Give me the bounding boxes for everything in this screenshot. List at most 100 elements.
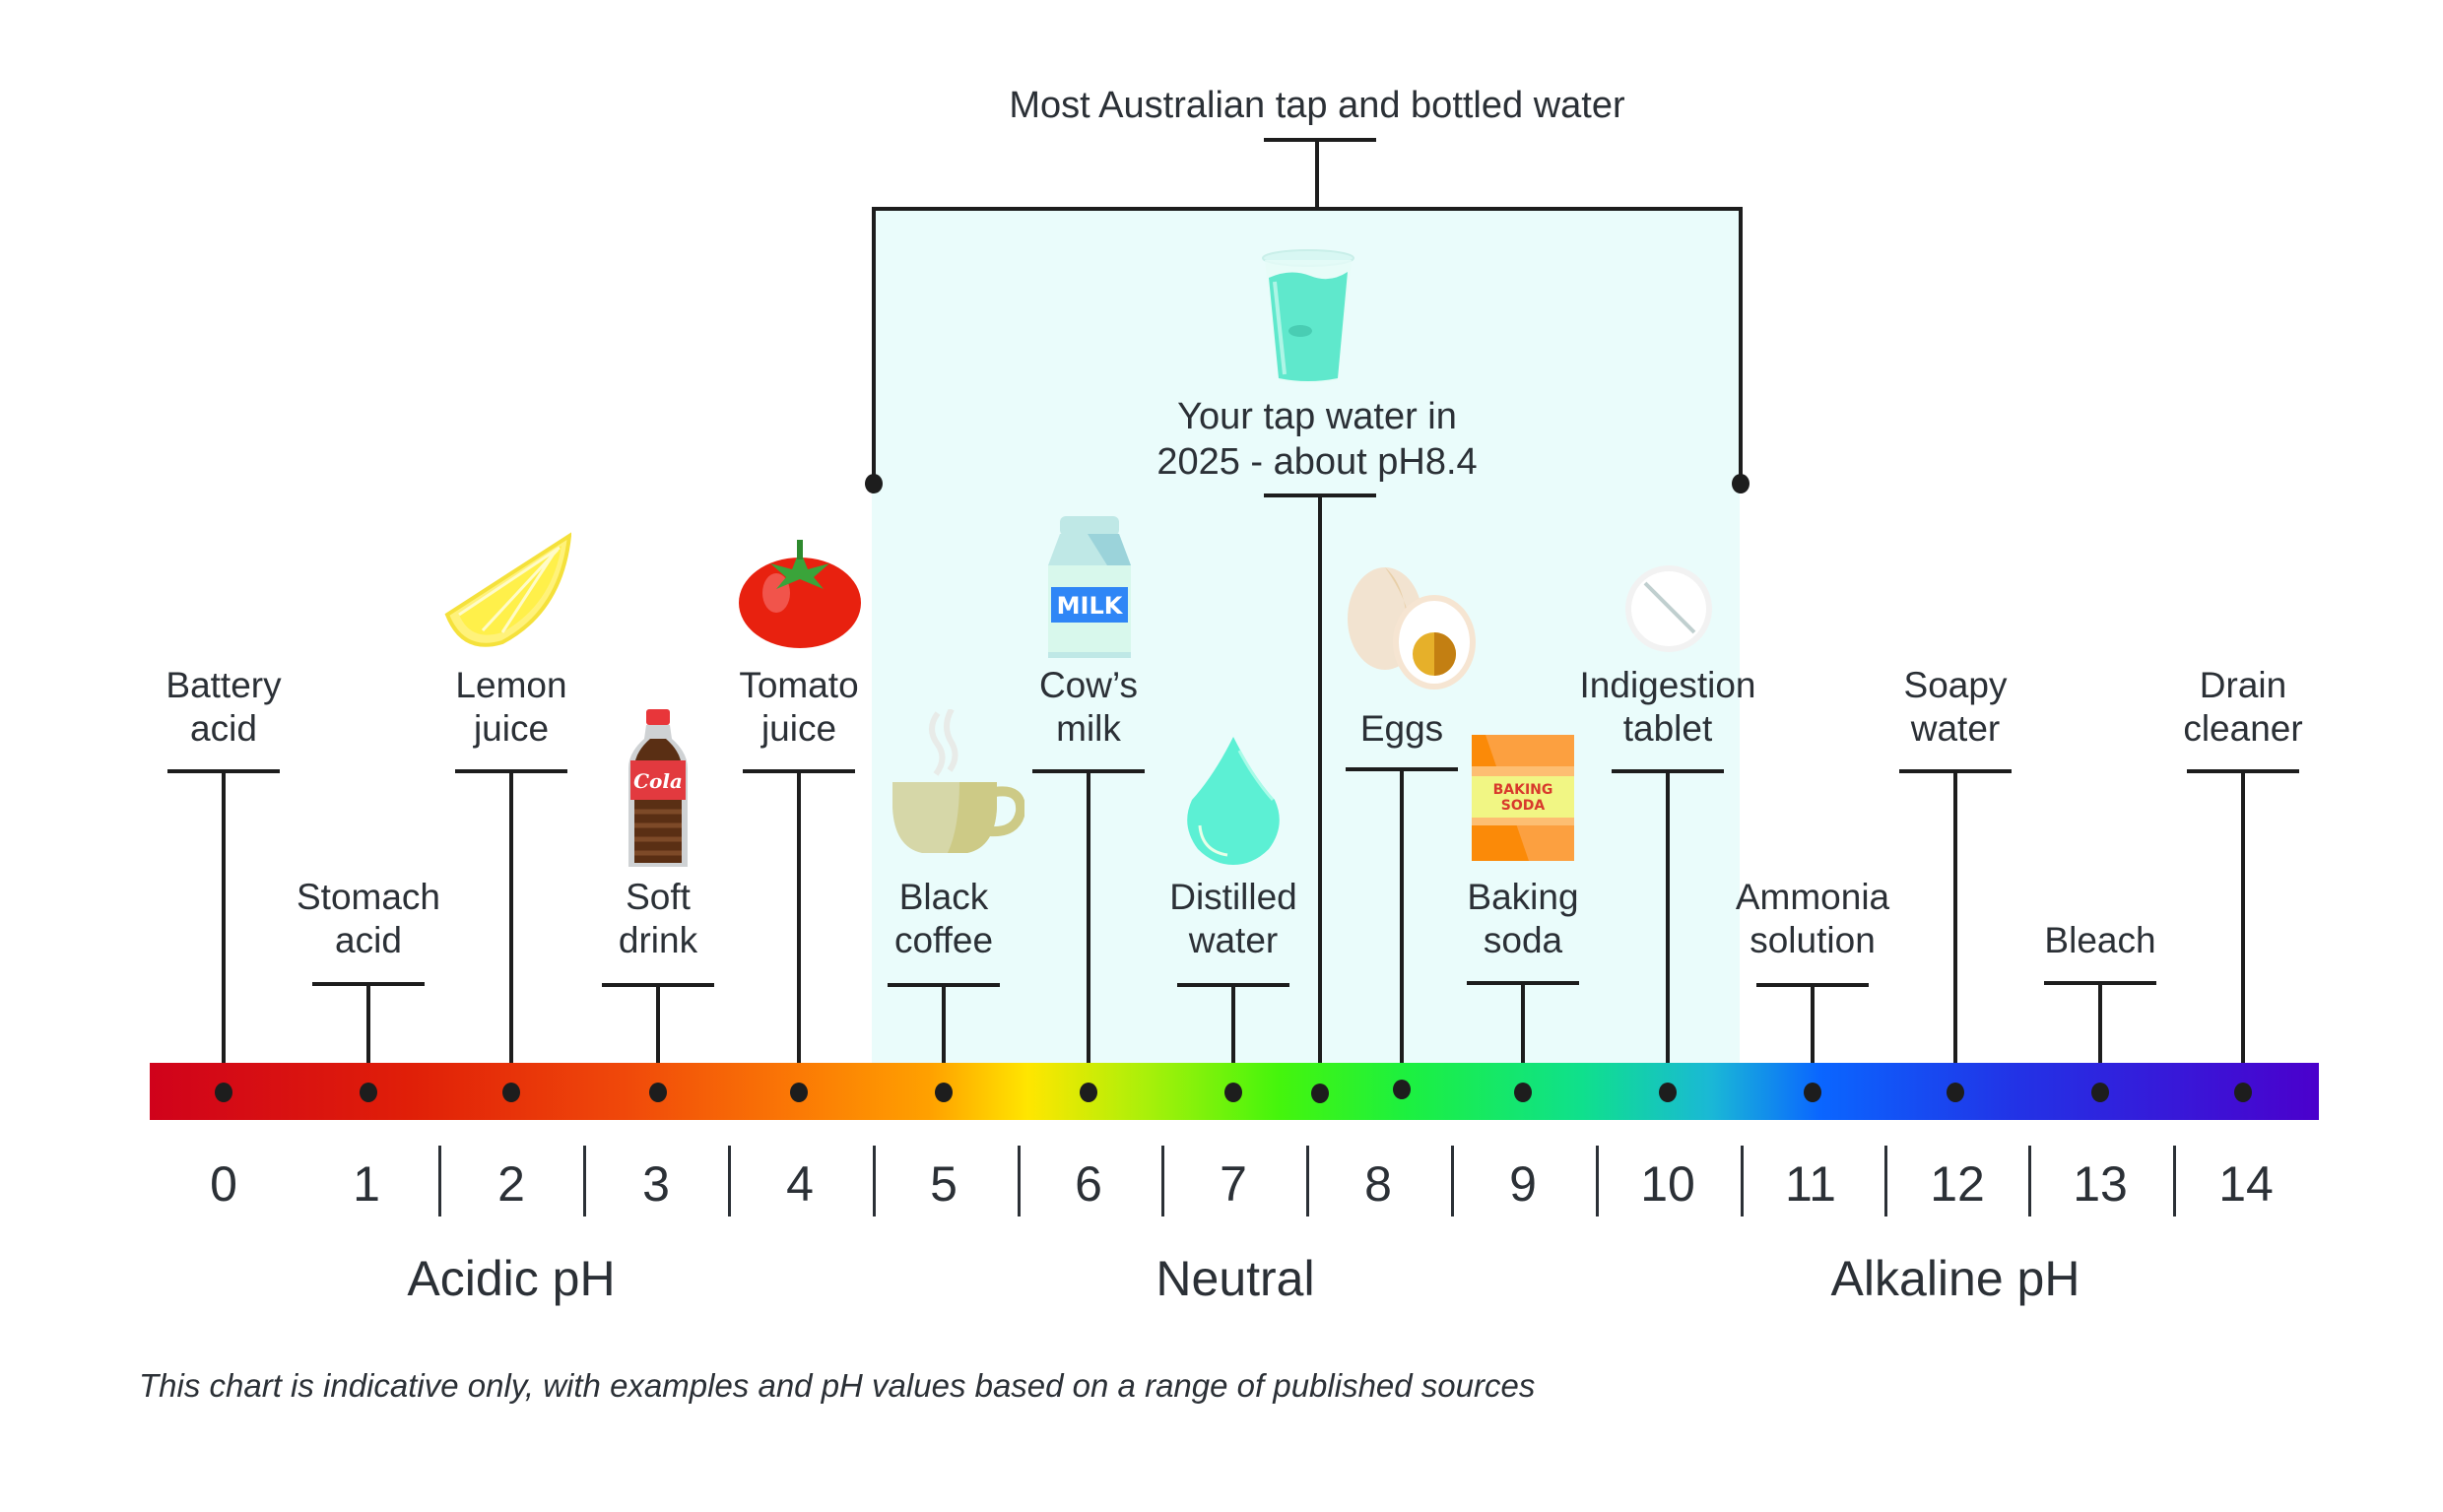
tick-label-14: 14 — [2218, 1156, 2274, 1212]
svg-text:MILK: MILK — [1057, 592, 1124, 620]
baking-soda-label-2: soda — [1483, 920, 1563, 960]
bracket-left-dot — [865, 474, 883, 493]
marker-dot-ph9 — [1514, 1083, 1532, 1102]
indigestion-tablet-stem — [1666, 769, 1670, 1092]
tomato-juice-stem — [797, 769, 801, 1092]
lemon-juice-label-2: juice — [473, 708, 550, 749]
tick-separator — [873, 1146, 876, 1216]
tick-separator — [1596, 1146, 1599, 1216]
battery-acid-stem — [222, 769, 226, 1092]
ammonia-solution-label-2: solution — [1750, 920, 1876, 960]
baking-soda-stem — [1521, 981, 1525, 1092]
tick-label-12: 12 — [1930, 1156, 1985, 1212]
eggs-stem — [1400, 767, 1404, 1092]
tick-label-2: 2 — [497, 1156, 525, 1212]
tap-water-label-line2: 2025 - about pH8.4 — [1156, 441, 1478, 483]
battery-acid-label-2: acid — [190, 708, 257, 749]
stomach-acid-label-2: acid — [335, 920, 402, 960]
lemon-juice-label-1: Lemon — [455, 665, 567, 705]
marker-dot-ph11 — [1804, 1083, 1821, 1102]
tick-separator — [583, 1146, 586, 1216]
distilled-water-stem — [1231, 983, 1235, 1092]
tap-water-stem — [1318, 493, 1322, 1092]
milk-carton-icon: MILK — [1048, 516, 1131, 658]
battery-acid-label-1: Battery — [165, 665, 282, 705]
marker-dot-ph1 — [360, 1083, 377, 1102]
tablet-icon — [1625, 565, 1712, 652]
lemon-juice-stem — [509, 769, 513, 1092]
marker-dot-ph4 — [790, 1083, 808, 1102]
bracket-right-leg — [1739, 207, 1743, 483]
black-coffee-stem — [942, 983, 946, 1092]
distilled-water-label-2: water — [1188, 920, 1279, 960]
tick-label-1: 1 — [353, 1156, 380, 1212]
distilled-water-label-1: Distilled — [1169, 877, 1297, 917]
tick-separator — [2028, 1146, 2031, 1216]
tick-label-5: 5 — [930, 1156, 957, 1212]
black-coffee-label-1: Black — [898, 877, 989, 917]
marker-dot-ph13 — [2091, 1083, 2109, 1102]
marker-dot-ph14 — [2234, 1083, 2252, 1102]
cows-milk-label-1: Cow’s — [1038, 665, 1139, 705]
marker-dot-ph2 — [502, 1083, 520, 1102]
soft-drink-stem — [656, 983, 660, 1092]
tick-separator — [1018, 1146, 1021, 1216]
soapy-water-stem — [1953, 769, 1957, 1092]
tomato-icon — [739, 540, 861, 648]
tick-separator — [1451, 1146, 1454, 1216]
water-drop-icon — [1187, 737, 1280, 865]
tick-label-0: 0 — [210, 1156, 237, 1212]
baking-soda-box-icon: BAKING SODA — [1472, 735, 1574, 861]
stomach-acid-label-1: Stomach — [296, 877, 441, 917]
bracket-top-line — [872, 207, 1743, 211]
bracket-title: Most Australian tap and bottled water — [1009, 85, 1625, 126]
soapy-water-label-2: water — [1910, 708, 2001, 749]
marker-dot-ph6 — [1080, 1083, 1097, 1102]
bracket-title-tbar — [1264, 138, 1376, 142]
tick-label-11: 11 — [1785, 1156, 1836, 1212]
indigestion-tablet-label-2: tablet — [1622, 708, 1713, 749]
lemon-icon — [444, 532, 571, 647]
bleach-label: Bleach — [2044, 920, 2156, 960]
region-label-acidic: Acidic pH — [407, 1251, 616, 1306]
tick-label-9: 9 — [1509, 1156, 1537, 1212]
tick-separator — [728, 1146, 731, 1216]
marker-dot-ph0 — [215, 1083, 232, 1102]
cola-bottle-icon: Cola — [628, 709, 688, 867]
marker-dot-ph12 — [1947, 1083, 1964, 1102]
drain-cleaner-label-2: cleaner — [2183, 708, 2303, 749]
tomato-juice-label-2: juice — [760, 708, 837, 749]
bracket-stem — [1315, 138, 1319, 211]
tick-label-4: 4 — [786, 1156, 814, 1212]
eggs-icon — [1348, 567, 1476, 690]
svg-text:Cola: Cola — [633, 769, 683, 793]
marker-dot-ph8 — [1393, 1080, 1411, 1099]
soft-drink-label-2: drink — [618, 920, 698, 960]
tick-label-7: 7 — [1220, 1156, 1247, 1212]
marker-dot-ph5 — [935, 1083, 953, 1102]
tap-water-label-line1: Your tap water in — [1177, 396, 1457, 437]
baking-soda-label-1: Baking — [1467, 877, 1579, 917]
soft-drink-label-1: Soft — [626, 877, 691, 917]
footnote: This chart is indicative only, with exam… — [139, 1367, 1536, 1404]
cows-milk-label-2: milk — [1056, 708, 1121, 749]
bracket-left-leg — [872, 207, 876, 483]
marker-dot-ph7 — [1224, 1083, 1242, 1102]
bracket-right-dot — [1732, 474, 1750, 493]
tick-label-10: 10 — [1640, 1156, 1695, 1212]
bleach-stem — [2098, 981, 2102, 1092]
ammonia-solution-stem — [1811, 983, 1815, 1092]
tick-label-6: 6 — [1075, 1156, 1102, 1212]
eggs-label: Eggs — [1359, 708, 1444, 749]
tick-separator — [2173, 1146, 2176, 1216]
tick-separator — [1741, 1146, 1744, 1216]
ammonia-solution-label-1: Ammonia — [1735, 877, 1890, 917]
tick-label-13: 13 — [2073, 1156, 2128, 1212]
tomato-juice-label-1: Tomato — [739, 665, 859, 705]
marker-dot-ph3 — [649, 1083, 667, 1102]
svg-text:BAKING: BAKING — [1493, 782, 1553, 798]
tick-label-3: 3 — [642, 1156, 670, 1212]
marker-dot-tap-water — [1311, 1084, 1329, 1103]
svg-text:SODA: SODA — [1501, 798, 1546, 814]
soapy-water-label-1: Soapy — [1903, 665, 2008, 705]
